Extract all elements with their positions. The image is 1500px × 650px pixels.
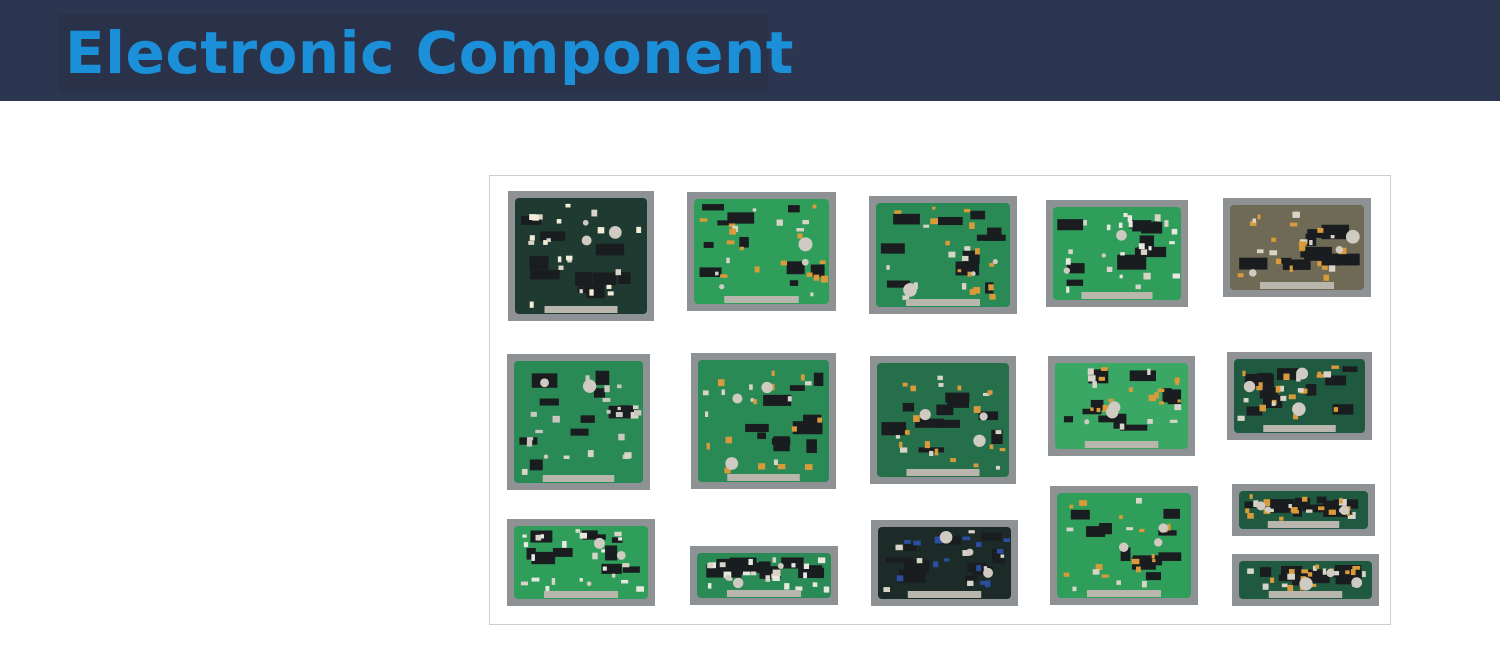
board-13-drawing [878, 527, 1011, 599]
board-11-drawing [514, 526, 648, 599]
component-gallery [489, 175, 1391, 625]
board-4-drawing [1053, 207, 1181, 300]
pcb-board-image [1232, 484, 1375, 536]
board-12-drawing [697, 553, 831, 598]
pcb-board-image [508, 191, 654, 321]
pcb-board-image [871, 520, 1018, 606]
board-15-drawing [1239, 491, 1368, 529]
board-14-drawing [1057, 493, 1191, 598]
header-bar: Electronic Component [0, 0, 1500, 101]
pcb-board-image [1232, 554, 1379, 606]
board-5-drawing [1230, 205, 1364, 290]
pcb-board-image [869, 196, 1017, 314]
pcb-board-image [507, 519, 655, 606]
board-10-drawing [1234, 359, 1365, 433]
board-6-drawing [514, 361, 643, 483]
pcb-board-image [1046, 200, 1188, 307]
board-7-drawing [698, 360, 829, 482]
pcb-board-image [870, 356, 1016, 484]
pcb-board-image [687, 192, 836, 311]
pcb-board-image [1223, 198, 1371, 297]
board-9-drawing [1055, 363, 1188, 449]
page-title: Electronic Component [65, 19, 794, 87]
pcb-board-image [1048, 356, 1195, 456]
board-3-drawing [876, 203, 1010, 307]
pcb-board-image [690, 546, 838, 605]
pcb-board-image [507, 354, 650, 490]
board-8-drawing [877, 363, 1009, 477]
pcb-board-image [691, 353, 836, 489]
pcb-board-image [1050, 486, 1198, 605]
board-1-drawing [515, 198, 647, 314]
pcb-board-image [1227, 352, 1372, 440]
title-box [58, 14, 768, 92]
board-2-drawing [694, 199, 829, 304]
board-16-drawing [1239, 561, 1372, 599]
